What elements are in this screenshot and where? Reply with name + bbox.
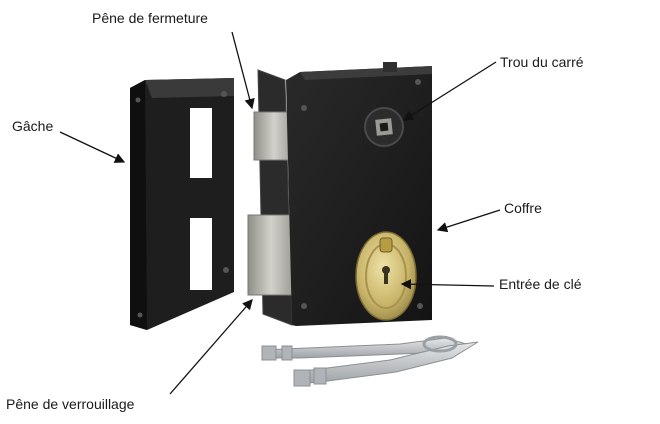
label-gache: Gâche <box>12 118 54 134</box>
entree-cle-escutcheon <box>355 231 417 321</box>
arrow-pene-verrouillage <box>169 299 253 395</box>
arrow-gache <box>59 131 126 163</box>
arrow-entree-cle <box>400 278 495 290</box>
label-trou-carre: Trou du carré <box>500 54 584 70</box>
arrow-coffre <box>436 209 501 233</box>
label-entree-cle: Entrée de clé <box>499 276 582 292</box>
label-coffre: Coffre <box>504 200 542 216</box>
gache-strike-plate <box>130 78 234 330</box>
label-pene-verrouillage: Pêne de verrouillage <box>6 396 135 412</box>
arrow-pene-fermeture <box>231 31 255 110</box>
arrow-trou-carre <box>402 61 497 121</box>
keys <box>261 335 479 387</box>
label-pene-fermeture: Pêne de fermeture <box>92 10 208 26</box>
trou-carre-spindle-hole <box>364 107 404 147</box>
pene-verrouillage-bolt <box>247 214 295 296</box>
